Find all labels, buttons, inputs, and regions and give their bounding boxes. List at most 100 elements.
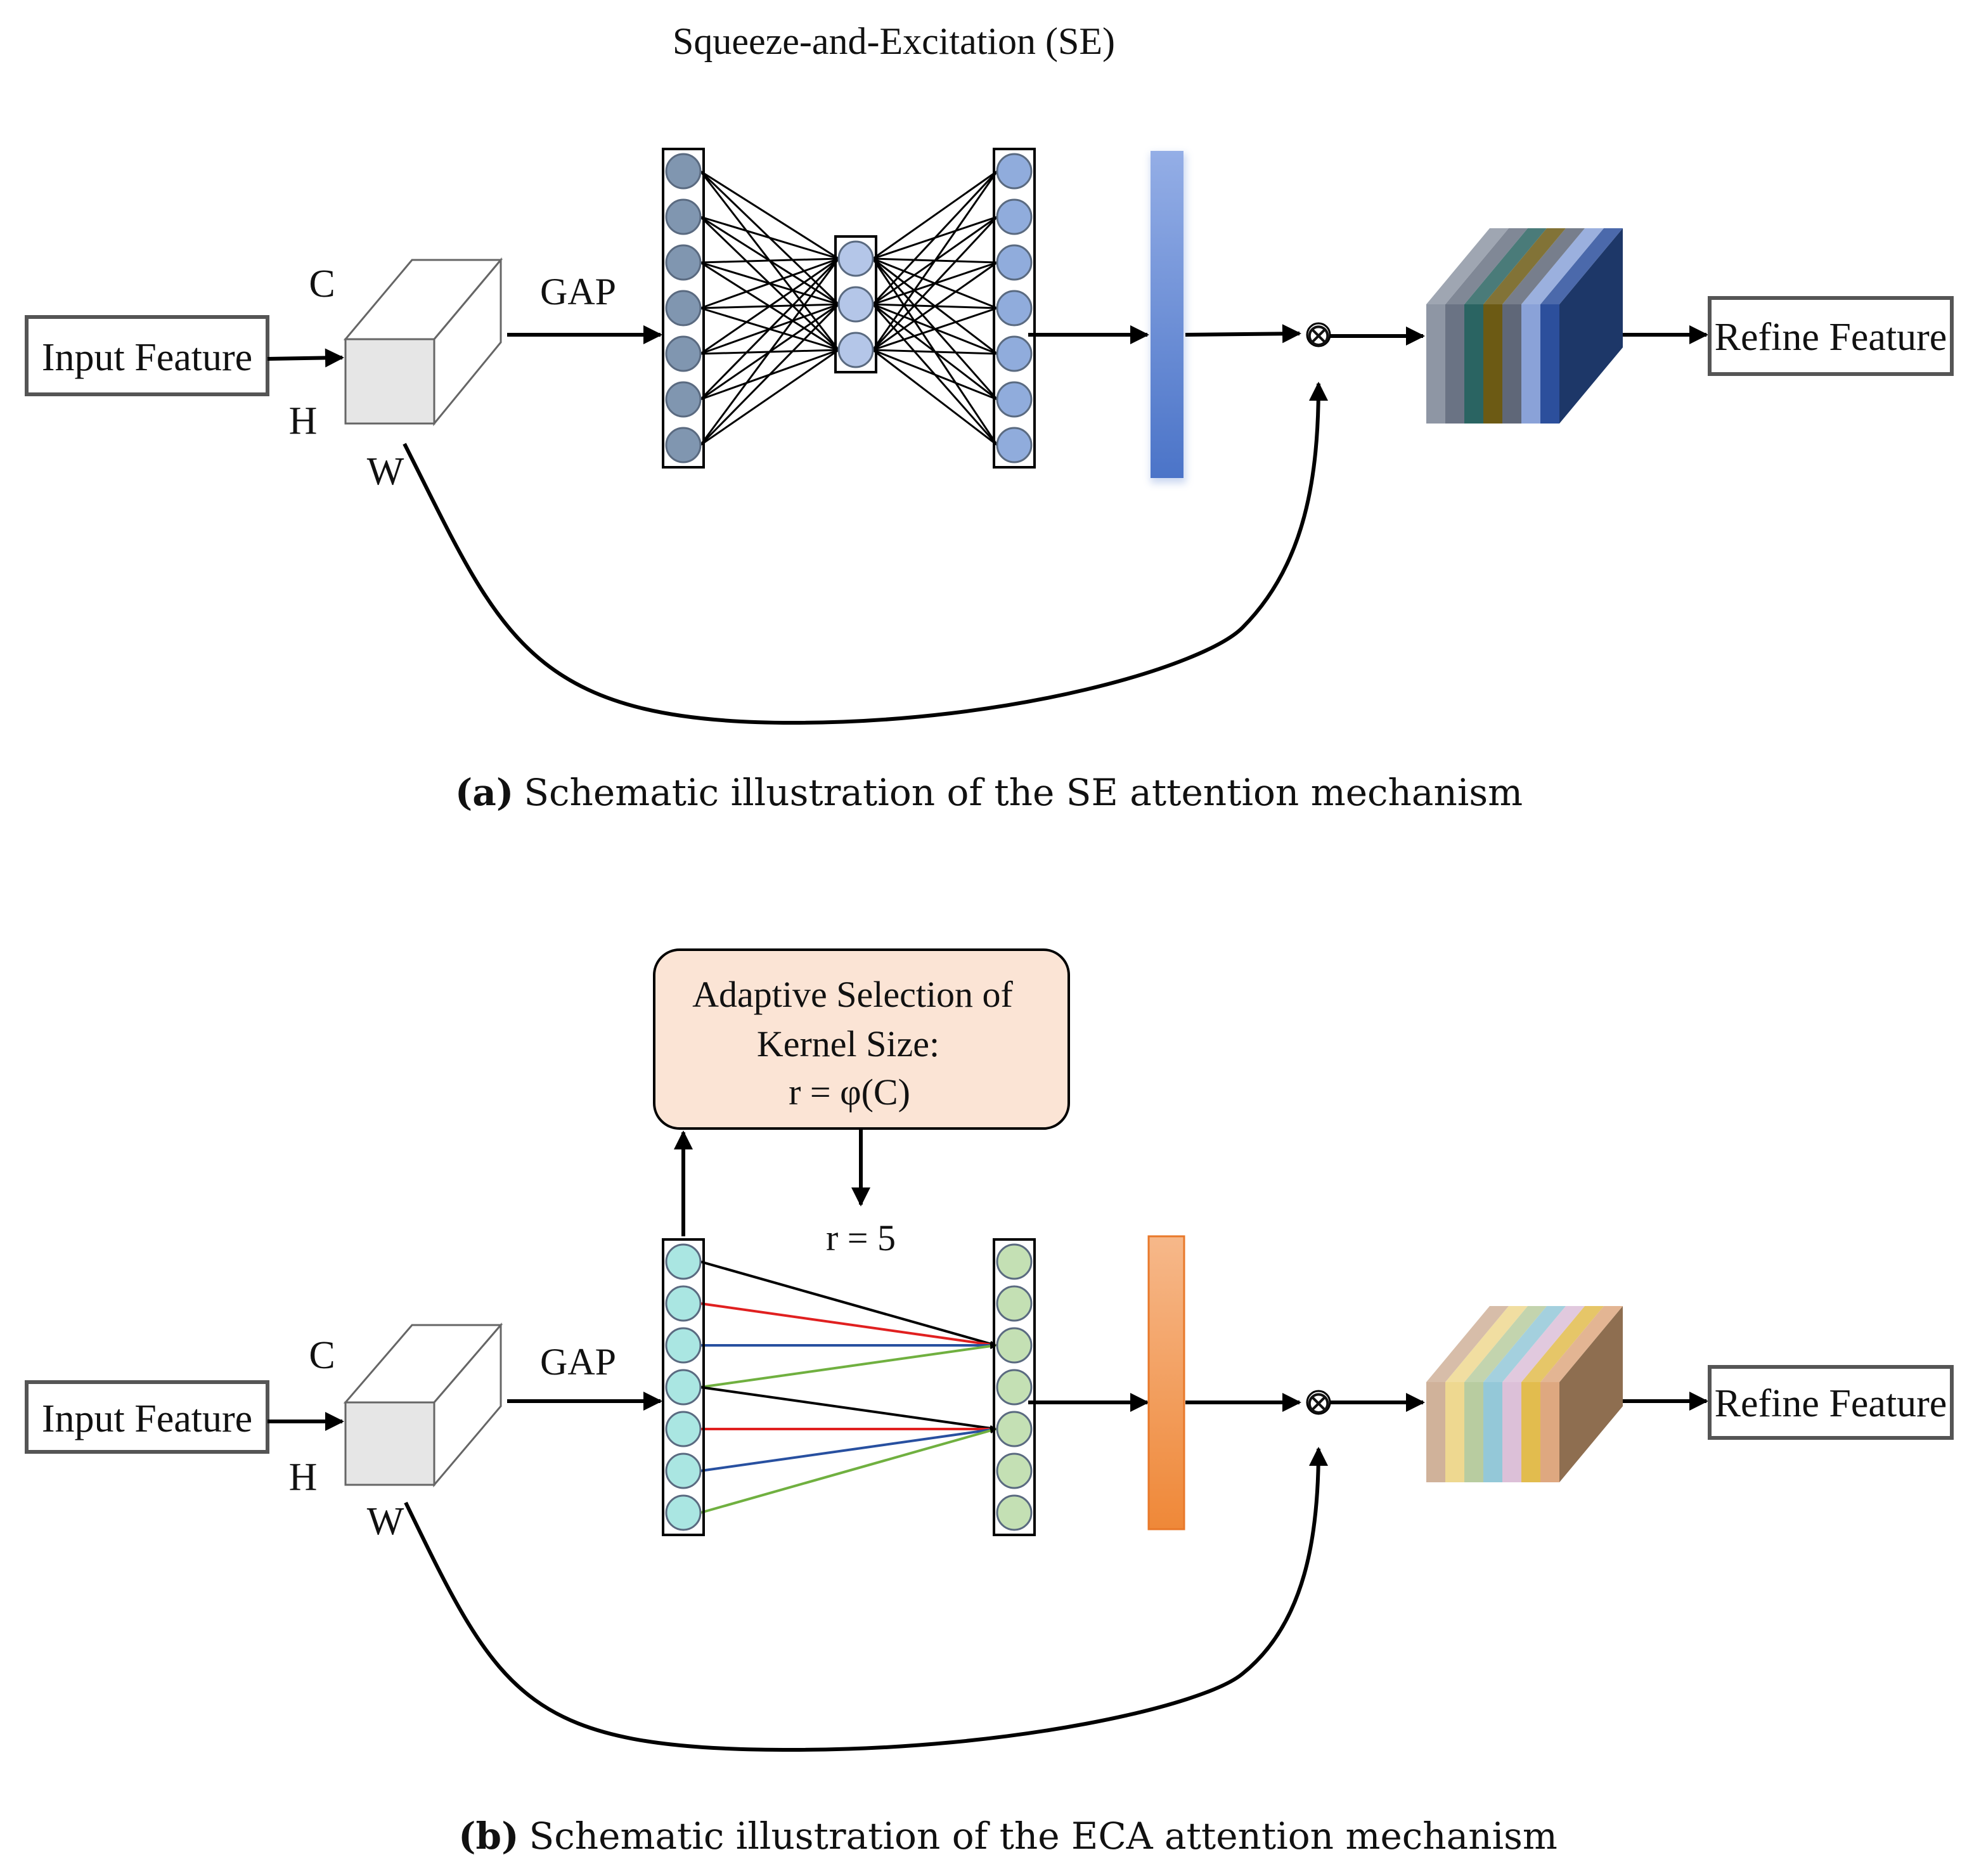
connection-line <box>872 171 998 351</box>
neuron <box>996 1327 1033 1364</box>
neuron <box>996 1494 1033 1531</box>
caption-b-letter: (b) <box>458 1815 519 1858</box>
neuron <box>996 1411 1033 1447</box>
stack-slice <box>1521 1382 1540 1482</box>
connection-line <box>872 349 998 355</box>
connection-line <box>872 349 998 401</box>
neuron <box>837 240 874 277</box>
stack-top-face <box>1464 228 1547 304</box>
caption-b: (b)Schematic illustration of the ECA att… <box>458 1815 1557 1858</box>
neuron <box>665 290 702 327</box>
stack-slice <box>1445 1382 1464 1482</box>
dim-c-a: C <box>309 262 335 306</box>
gap-label-a: GAP <box>540 271 616 313</box>
layer-frame <box>993 1238 1036 1536</box>
connection-line <box>700 170 839 260</box>
stack-slice <box>1426 304 1445 424</box>
arrow-input-to-cube-a <box>267 348 344 368</box>
arrow-weights-to-multiply-a <box>1185 324 1301 344</box>
connection-line <box>872 261 998 351</box>
connection-line <box>699 258 840 446</box>
stack-slice <box>1540 1382 1559 1482</box>
neuron <box>665 1285 702 1322</box>
kernel-box-line-1: Adaptive Selection of <box>692 974 1013 1015</box>
neuron <box>665 244 702 281</box>
neuron <box>665 1452 702 1489</box>
stack-top-face <box>1483 228 1566 304</box>
neuron <box>996 1285 1033 1322</box>
stack-slice <box>1426 1382 1445 1482</box>
input-cube-a <box>343 257 503 427</box>
kernel-connection <box>700 1386 996 1432</box>
neuron <box>665 1494 702 1531</box>
layer-frame <box>662 1238 705 1536</box>
input-cube-b <box>343 1322 503 1488</box>
connection-line <box>872 170 998 260</box>
eca-1d-convolution-network <box>662 1238 1036 1536</box>
connection-line <box>700 349 839 446</box>
connection-line <box>700 257 839 264</box>
connection-line <box>872 170 998 306</box>
channel-weight-bar-b <box>1147 1235 1185 1530</box>
neuron <box>996 335 1033 372</box>
dim-w-b: W <box>367 1500 404 1543</box>
caption-a-text: Schematic illustration of the SE attenti… <box>524 771 1523 814</box>
stack-side-face <box>1559 228 1623 424</box>
neuron <box>665 1369 702 1406</box>
stack-top-face <box>1540 228 1623 304</box>
stack-top-face <box>1483 1306 1566 1382</box>
kernel-connection <box>700 1427 996 1514</box>
neuron <box>665 1411 702 1447</box>
multiply-symbol-b: ⊗ <box>1305 1385 1332 1421</box>
neuron <box>665 1327 702 1364</box>
se-fully-connected-network <box>662 148 1036 469</box>
channel-weight-bar-a <box>1151 151 1183 478</box>
kernel-box-line-2: Kernel Size: <box>757 1023 939 1064</box>
refine-feature-box-b <box>1708 1365 1954 1440</box>
stack-top-face <box>1540 1306 1623 1382</box>
connection-line <box>872 349 998 446</box>
skip-connection-a <box>403 382 1328 725</box>
stack-top-face <box>1464 1306 1547 1382</box>
refine-feature-label-b: Refine Feature <box>1715 1382 1947 1425</box>
refined-feature-stack-a <box>1426 228 1623 424</box>
neuron <box>996 290 1033 327</box>
caption-a: (a)Schematic illustration of the SE atte… <box>455 771 1523 814</box>
neuron <box>996 1452 1033 1489</box>
kernel-connection <box>700 1260 996 1347</box>
kernel-size-box <box>653 948 1070 1130</box>
input-feature-box-b <box>25 1380 269 1454</box>
stack-top-face <box>1426 228 1509 304</box>
neuron <box>996 153 1033 190</box>
neuron <box>665 198 702 235</box>
r-value-label: r = 5 <box>826 1217 896 1258</box>
stack-top-face <box>1521 228 1604 304</box>
neuron <box>665 427 702 463</box>
stack-top-face <box>1426 1306 1509 1382</box>
se-title: Squeeze-and-Excitation (SE) <box>673 20 1115 62</box>
dim-h-b: H <box>289 1456 318 1499</box>
kernel-connection <box>700 1426 996 1472</box>
neuron <box>665 381 702 418</box>
neuron <box>996 1243 1033 1280</box>
connection-line <box>699 303 840 446</box>
stack-slice <box>1464 304 1483 424</box>
connection-line <box>700 257 839 355</box>
stack-side-face <box>1559 1306 1623 1482</box>
stack-slice <box>1483 1382 1502 1482</box>
layer-frame <box>662 148 705 469</box>
panel-a-se: Squeeze-and-Excitation (SE) Input Featur… <box>25 20 1954 814</box>
kernel-connection <box>700 1343 996 1388</box>
neuron <box>665 335 702 372</box>
connection-line <box>872 307 998 351</box>
layer-frame <box>834 235 877 373</box>
stack-slice <box>1540 304 1559 424</box>
input-feature-label-a: Input Feature <box>42 336 252 379</box>
stack-slice <box>1502 304 1521 424</box>
skip-connection-b <box>404 1447 1328 1752</box>
stack-top-face <box>1521 1306 1604 1382</box>
input-feature-label-b: Input Feature <box>42 1397 252 1440</box>
refined-feature-stack-b <box>1426 1306 1623 1482</box>
neuron <box>996 244 1033 281</box>
